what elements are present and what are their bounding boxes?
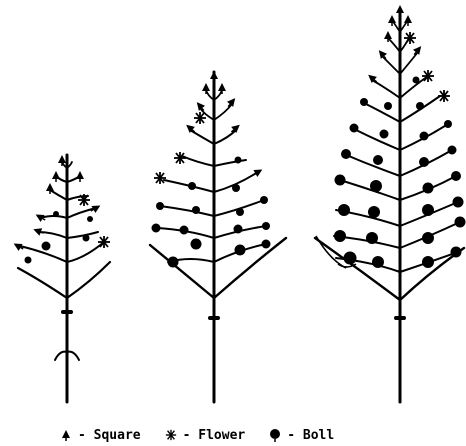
square-bud-icon (60, 428, 72, 442)
flower-icon (165, 428, 177, 442)
boll-icon (269, 428, 281, 442)
legend-item-flower: - Flower (165, 428, 246, 443)
plant-late (315, 12, 464, 402)
legend-item-boll: - Boll (269, 428, 334, 443)
legend-label-flower: - Flower (183, 428, 246, 443)
boll-icon (42, 242, 51, 251)
plant-mid (150, 72, 286, 402)
veg-branch-right (67, 262, 110, 298)
cotyledon-left (55, 352, 67, 360)
plant-early (18, 155, 110, 402)
veg-branch-left (18, 268, 67, 298)
legend-label-square: - Square (78, 428, 141, 443)
legend: - Square - Flower - Boll (60, 424, 440, 446)
legend-label-boll: - Boll (287, 428, 334, 443)
legend-item-square: - Square (60, 428, 141, 443)
cotyledon-right (67, 352, 79, 360)
